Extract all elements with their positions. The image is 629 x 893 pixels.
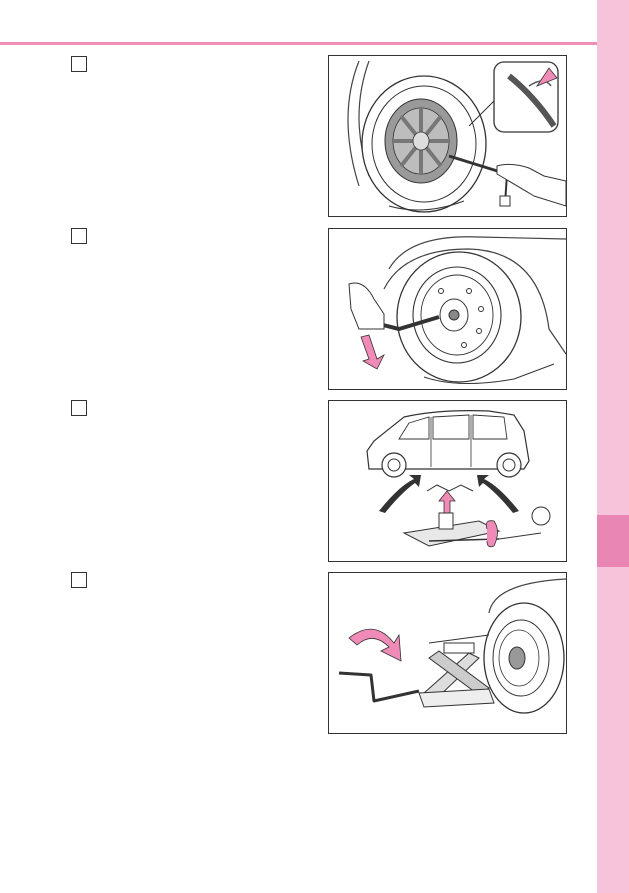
jack-position-figure <box>328 400 567 562</box>
pink-arrow-icon <box>438 490 456 514</box>
car-side-icon <box>366 410 530 478</box>
step-1-checkbox <box>71 56 87 72</box>
wheel-cap-icon <box>384 98 458 184</box>
jack-position-illustration <box>366 410 551 548</box>
rotate-arrow-icon <box>485 520 498 548</box>
right-arrow <box>477 475 519 513</box>
jack-handle-icon <box>338 671 420 703</box>
fender-line <box>388 236 566 270</box>
fender-line <box>488 578 566 614</box>
hand-icon <box>496 163 566 207</box>
pink-arrow-icon <box>535 67 558 87</box>
callout-leader <box>498 532 542 540</box>
left-arrow <box>379 475 421 513</box>
header-rule <box>0 42 597 45</box>
remove-wheel-cap-illustration <box>347 60 566 213</box>
step-4-checkbox <box>71 572 87 588</box>
chapter-side-tab <box>597 0 629 893</box>
raise-vehicle-figure <box>328 572 567 734</box>
pink-arrow-icon <box>360 334 385 370</box>
loosen-wheel-nuts-figure <box>328 228 567 390</box>
step-2-checkbox <box>71 228 87 244</box>
raise-vehicle-illustration <box>338 578 566 714</box>
wheel-icon <box>396 251 522 383</box>
step-3-checkbox <box>71 400 87 416</box>
chapter-tab-marker <box>597 515 629 567</box>
jack-icon <box>418 642 495 708</box>
loosen-wheel-nuts-illustration <box>348 236 566 384</box>
callout-circle-icon <box>531 506 551 526</box>
pink-arrow-icon <box>348 628 402 662</box>
wheel-icon <box>483 602 565 714</box>
jack-icon <box>402 512 501 547</box>
hand-icon <box>348 282 385 330</box>
remove-wheel-cap-figure <box>328 55 567 217</box>
